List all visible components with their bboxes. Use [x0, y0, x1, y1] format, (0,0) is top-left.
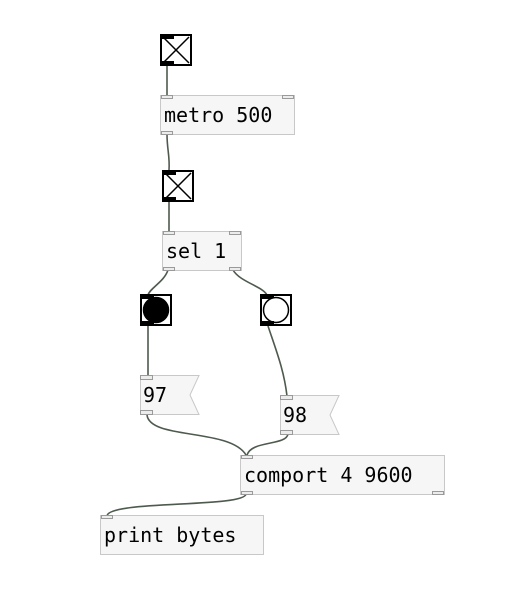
cord-97-to-comport[interactable]	[146, 414, 247, 456]
toggle-mid-outlet[interactable]	[164, 197, 176, 200]
toggle-top[interactable]	[160, 34, 192, 66]
message-97[interactable]: 97	[140, 375, 200, 415]
toggle-x-icon	[162, 36, 190, 64]
print-inlet[interactable]	[101, 515, 113, 519]
message-98[interactable]: 98	[280, 395, 340, 435]
comport-outlet-left[interactable]	[241, 491, 253, 495]
object-sel-text: sel 1	[166, 239, 227, 263]
object-metro[interactable]: metro 500	[160, 95, 295, 135]
toggle-top-outlet[interactable]	[162, 61, 174, 64]
bang-left-inlet[interactable]	[142, 296, 154, 299]
bang-right-outlet[interactable]	[262, 321, 274, 324]
cord-metro-to-toggle-mid[interactable]	[166, 133, 171, 171]
metro-inlet-right[interactable]	[282, 95, 294, 99]
cord-bang-right-to-98[interactable]	[267, 325, 288, 397]
object-sel[interactable]: sel 1	[162, 231, 242, 271]
toggle-mid-inlet[interactable]	[164, 172, 176, 175]
message-box-shape	[280, 395, 340, 435]
sel-outlet-right[interactable]	[229, 267, 241, 271]
cord-sel-left-to-bang-left[interactable]	[147, 269, 169, 296]
toggle-top-inlet[interactable]	[162, 36, 174, 39]
object-print-text: print bytes	[104, 523, 237, 547]
bang-left-outlet[interactable]	[142, 321, 154, 324]
comport-inlet[interactable]	[241, 455, 253, 459]
bang-right-inlet[interactable]	[262, 296, 274, 299]
cord-comport-to-print[interactable]	[106, 493, 247, 517]
message-box-shape	[140, 375, 200, 415]
comport-outlet-right[interactable]	[432, 491, 444, 495]
metro-outlet[interactable]	[161, 131, 173, 135]
toggle-x-icon	[164, 172, 192, 200]
cord-98-to-comport[interactable]	[246, 433, 289, 456]
bang-right[interactable]	[260, 294, 292, 326]
toggle-mid[interactable]	[162, 170, 194, 202]
cord-sel-right-to-bang-right[interactable]	[232, 269, 268, 296]
message-97-text: 97	[143, 383, 168, 407]
sel-outlet-left[interactable]	[163, 267, 175, 271]
bang-empty-circle-icon	[262, 296, 290, 324]
object-comport-text: comport 4 9600	[244, 463, 413, 487]
object-comport[interactable]: comport 4 9600	[240, 455, 445, 495]
metro-inlet-left[interactable]	[161, 95, 173, 99]
bang-left[interactable]	[140, 294, 172, 326]
object-metro-text: metro 500	[164, 103, 273, 127]
sel-inlet-right[interactable]	[229, 231, 241, 235]
sel-inlet-left[interactable]	[163, 231, 175, 235]
message-98-text: 98	[283, 403, 308, 427]
bang-filled-circle-icon	[142, 296, 170, 324]
object-print[interactable]: print bytes	[100, 515, 264, 555]
